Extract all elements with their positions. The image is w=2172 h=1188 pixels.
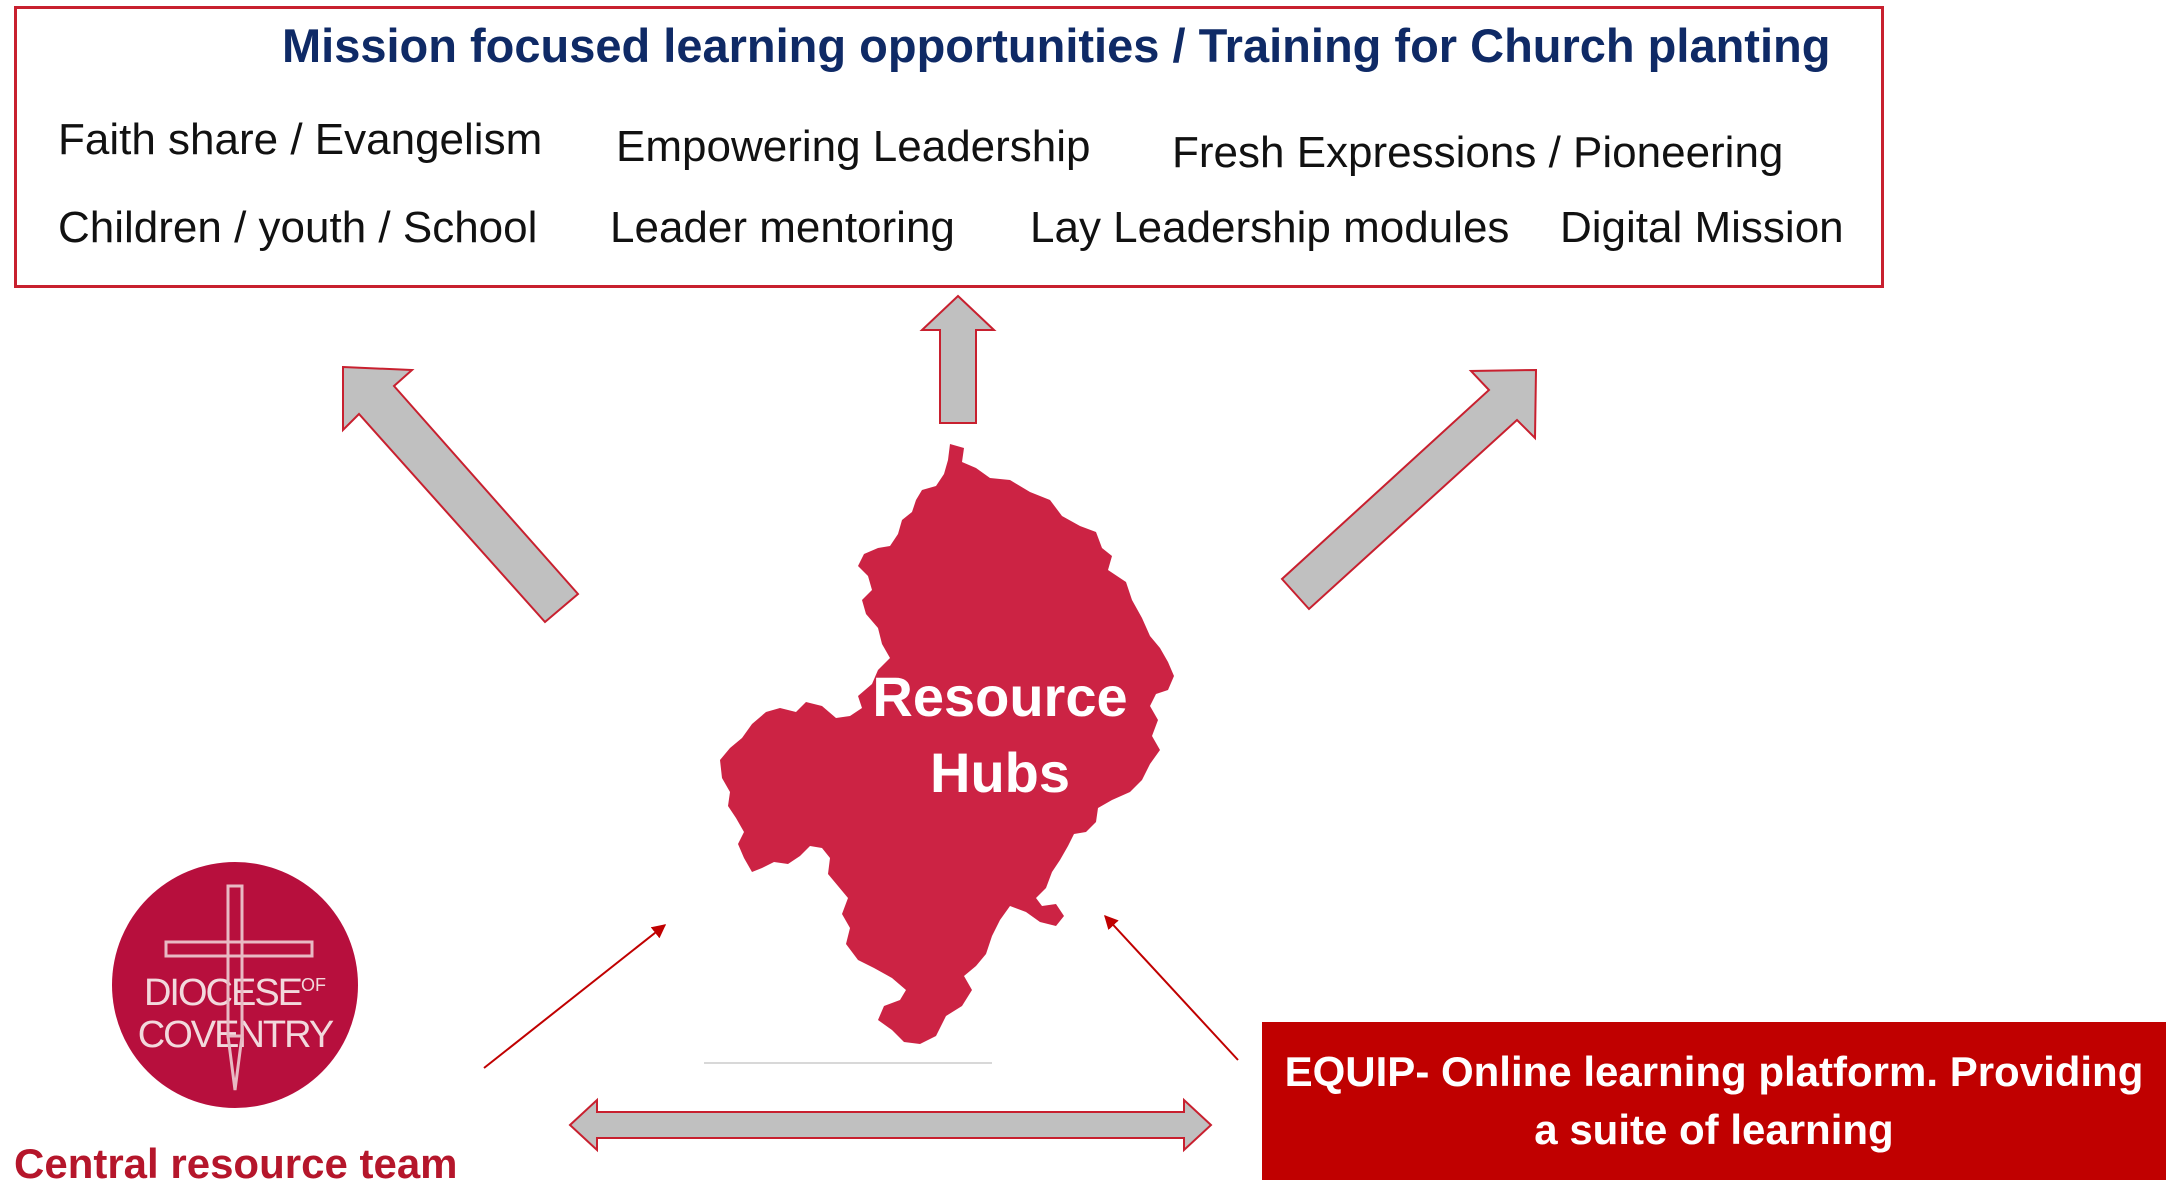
logo-diocese-text: DIOCESE [143, 972, 303, 1014]
item-lay-leadership: Lay Leadership modules [1030, 203, 1510, 252]
item-empowering-leadership: Empowering Leadership [616, 122, 1091, 171]
arrow-up-right [1280, 368, 1538, 611]
connector-arrow-left [483, 924, 667, 1069]
item-leader-mentoring: Leader mentoring [610, 203, 955, 252]
arrow-up-left [342, 365, 580, 624]
item-faith-share: Faith share / Evangelism [58, 115, 543, 164]
equip-platform-box: EQUIP- Online learning platform. Providi… [1262, 1022, 2166, 1180]
logo-line1: DIOCESEOF [112, 972, 358, 1015]
hub-label-line1: Resource [872, 665, 1128, 728]
item-children-youth-school: Children / youth / School [58, 203, 538, 252]
item-digital-mission: Digital Mission [1560, 203, 1844, 252]
learning-opportunities-box [14, 6, 1884, 288]
arrow-double-horizontal [568, 1097, 1213, 1153]
central-resource-team-label: Central resource team [14, 1140, 458, 1187]
logo-cross-icon [164, 884, 314, 1091]
hub-label-line2: Hubs [930, 741, 1070, 804]
equip-text: EQUIP- Online learning platform. Providi… [1284, 1048, 2144, 1153]
box-title: Mission focused learning opportunities /… [282, 19, 1831, 72]
arrow-up-center [919, 294, 997, 424]
logo-of-text: OF [301, 975, 327, 995]
resource-hubs-map [720, 444, 1174, 1044]
diocese-logo: DIOCESEOF COVENTRY [112, 862, 358, 1108]
connector-arrow-right [1104, 914, 1239, 1061]
item-fresh-expressions: Fresh Expressions / Pioneering [1172, 128, 1784, 177]
